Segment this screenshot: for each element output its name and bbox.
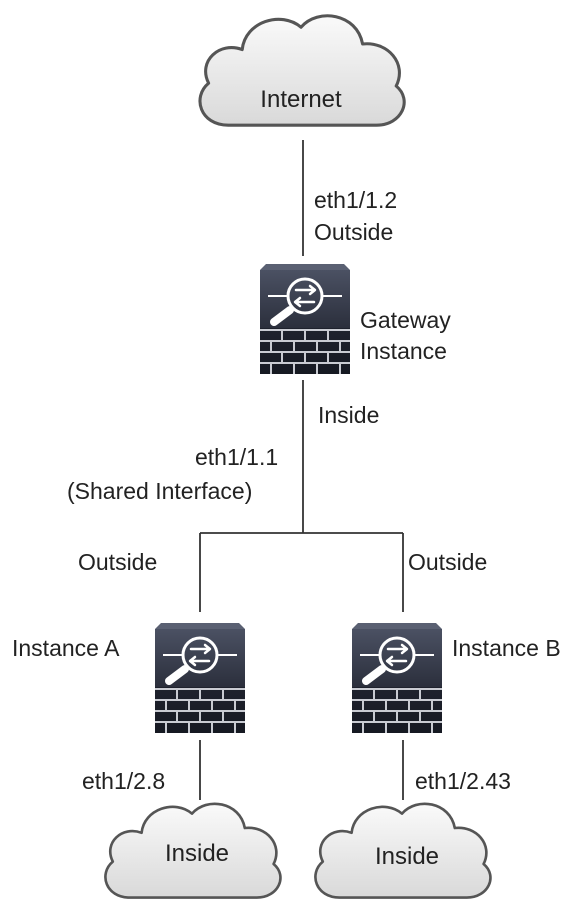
- gateway-name-line1: Gateway: [360, 307, 451, 333]
- shared-interface-note: (Shared Interface): [67, 478, 253, 504]
- shared-interface-label: eth1/1.1: [195, 444, 279, 470]
- instance-a-interface-label: eth1/2.8: [82, 768, 166, 794]
- gateway-top-interface-label: eth1/1.2: [314, 187, 398, 213]
- instance-b-interface-label: eth1/2.43: [415, 768, 511, 794]
- instance-a-name-label: Instance A: [12, 635, 120, 661]
- inside-b-cloud-label: Inside: [374, 843, 440, 870]
- instance-b-name-label: Instance B: [452, 635, 561, 661]
- gateway-firewall-icon: [260, 264, 350, 374]
- instance-a-outside-label: Outside: [78, 549, 158, 575]
- gateway-inside-label: Inside: [318, 402, 380, 428]
- instance-b-outside-label: Outside: [408, 549, 488, 575]
- internet-cloud-label: Internet: [260, 86, 342, 113]
- gateway-name-line2: Instance: [360, 338, 447, 364]
- instance-a-firewall-icon: [155, 623, 245, 733]
- connection-lines: [199, 140, 404, 800]
- gateway-top-role-label: Outside: [314, 219, 394, 245]
- inside-a-cloud-label: Inside: [164, 840, 230, 867]
- instance-b-firewall-icon: [352, 623, 442, 733]
